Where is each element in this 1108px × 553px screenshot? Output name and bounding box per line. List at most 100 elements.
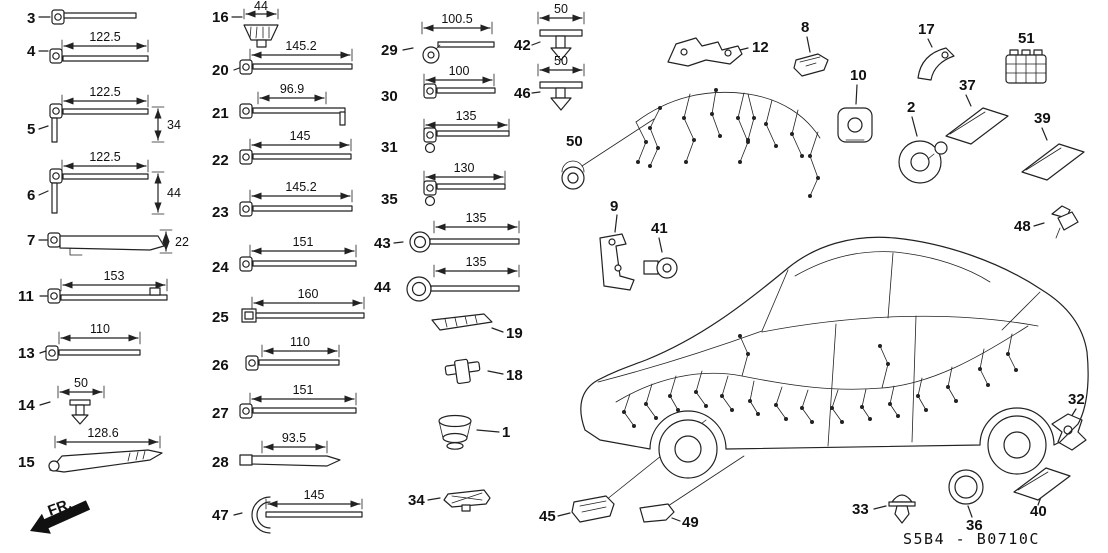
part-28-label: 28 xyxy=(212,454,229,471)
part-21-dim: 96.9 xyxy=(280,82,304,96)
part-15-label: 15 xyxy=(18,454,35,471)
part-30-dim: 100 xyxy=(449,64,470,78)
part-25-group: 25 160 xyxy=(212,287,365,326)
part-13-group: 13 110 xyxy=(18,322,141,362)
part-44-group: 44 135 xyxy=(374,255,520,302)
part-7-vdim: 22 xyxy=(175,235,189,249)
part-24-group: 24 151 xyxy=(212,235,357,276)
part-40-group: 40 xyxy=(1013,467,1071,520)
part-19-group: 19 xyxy=(431,313,523,342)
part-47-dim: 145 xyxy=(304,488,325,502)
part-12-group: 12 xyxy=(667,37,769,67)
part-26-dim: 110 xyxy=(290,335,310,349)
part-5-group: 5 122.5 34 xyxy=(27,85,181,143)
part-25-dim: 160 xyxy=(298,287,319,301)
part-4-dim: 122.5 xyxy=(89,30,120,44)
part-10-group: 10 xyxy=(837,67,873,143)
part-33-group: 33 xyxy=(852,494,916,524)
part-16-label: 16 xyxy=(212,9,229,26)
part-44-dim: 135 xyxy=(466,255,487,269)
part-27-label: 27 xyxy=(212,405,229,422)
part-48-label: 48 xyxy=(1014,218,1031,235)
hood-line xyxy=(597,330,763,383)
part-8-group: 8 xyxy=(793,19,829,77)
part-31-label: 31 xyxy=(381,139,398,156)
part-3-group: 3 xyxy=(27,9,137,27)
part-6-vdim: 44 xyxy=(167,186,181,200)
part-32-label: 32 xyxy=(1068,391,1085,408)
part-42-dim: 50 xyxy=(554,2,568,16)
part-22-dim: 145 xyxy=(290,129,311,143)
part-42-label: 42 xyxy=(514,37,531,54)
door-seams xyxy=(827,315,917,447)
fr-direction-marker: FR. xyxy=(30,496,91,534)
part-19-label: 19 xyxy=(506,325,523,342)
rear-window-line xyxy=(1001,291,1041,331)
part-47-label: 47 xyxy=(212,507,229,524)
part-11-dim: 153 xyxy=(104,269,125,283)
part-29-label: 29 xyxy=(381,42,398,59)
part-7-label: 7 xyxy=(27,232,35,249)
part-30-label: 30 xyxy=(381,88,398,105)
part-4-group: 4 122.5 xyxy=(27,30,149,64)
part-35-label: 35 xyxy=(381,191,398,208)
part-29-group: 29 100.5 xyxy=(381,12,495,64)
part-7-group: 7 22 xyxy=(27,229,189,256)
part-21-label: 21 xyxy=(212,105,229,122)
part-9-label: 9 xyxy=(610,198,618,215)
part-6-group: 6 122.5 44 xyxy=(27,150,181,215)
part-23-label: 23 xyxy=(212,204,229,221)
part-16-dim: 44 xyxy=(254,0,268,13)
part-28-dim: 93.5 xyxy=(282,431,306,445)
part-4-label: 4 xyxy=(27,43,36,60)
part-32-group: 32 xyxy=(1051,391,1087,451)
part-30-group: 30 100 xyxy=(381,64,496,105)
part-11-group: 11 153 xyxy=(18,269,168,305)
floor-harness xyxy=(615,325,1029,428)
part-44-label: 44 xyxy=(374,279,391,296)
part-13-label: 13 xyxy=(18,345,35,362)
part-20-group: 20 145.2 xyxy=(212,39,353,79)
part-21-group: 21 96.9 xyxy=(212,82,346,126)
part-9-group: 9 xyxy=(599,198,635,291)
part-20-label: 20 xyxy=(212,62,229,79)
part-27-group: 27 151 xyxy=(212,383,357,422)
part-18-group: 18 xyxy=(444,358,523,385)
part-26-group: 26 110 xyxy=(212,335,340,374)
part-36-group: 36 xyxy=(948,469,984,534)
part-31-group: 31 135 xyxy=(381,109,510,156)
part-34-group: 34 xyxy=(408,489,491,512)
part-49-label: 49 xyxy=(682,514,699,531)
part-35-group: 35 130 xyxy=(381,161,506,208)
part-6-dim: 122.5 xyxy=(89,150,120,164)
part-23-group: 23 145.2 xyxy=(212,180,353,221)
part-37-group: 37 xyxy=(945,77,1009,145)
part-22-group: 22 145 xyxy=(212,129,352,169)
part-23-dim: 145.2 xyxy=(285,180,316,194)
part-45-label: 45 xyxy=(539,508,556,525)
part-13-dim: 110 xyxy=(90,322,110,336)
part-10-label: 10 xyxy=(850,67,867,84)
part-3-label: 3 xyxy=(27,10,35,27)
part-41-label: 41 xyxy=(651,220,668,237)
part-50-group: 50 xyxy=(561,118,655,190)
part-51-group: 51 xyxy=(1005,30,1047,84)
part-27-dim: 151 xyxy=(293,383,314,397)
dash-harness xyxy=(635,88,821,198)
part-11-label: 11 xyxy=(18,288,34,305)
part-17-label: 17 xyxy=(918,21,935,38)
part-16-group: 16 44 xyxy=(212,0,279,48)
part-15-dim: 128.6 xyxy=(87,426,118,440)
fr-arrow-icon xyxy=(30,500,91,534)
part-31-dim: 135 xyxy=(456,109,477,123)
part-34-label: 34 xyxy=(408,492,425,509)
part-15-group: 15 128.6 xyxy=(18,426,163,473)
part-43-group: 43 135 xyxy=(374,211,520,253)
part-20-dim: 145.2 xyxy=(285,39,316,53)
part-46-dim: 50 xyxy=(554,54,568,68)
part-5-vdim: 34 xyxy=(167,118,181,132)
part-17-group: 17 xyxy=(917,21,955,81)
part-40-label: 40 xyxy=(1030,503,1047,520)
